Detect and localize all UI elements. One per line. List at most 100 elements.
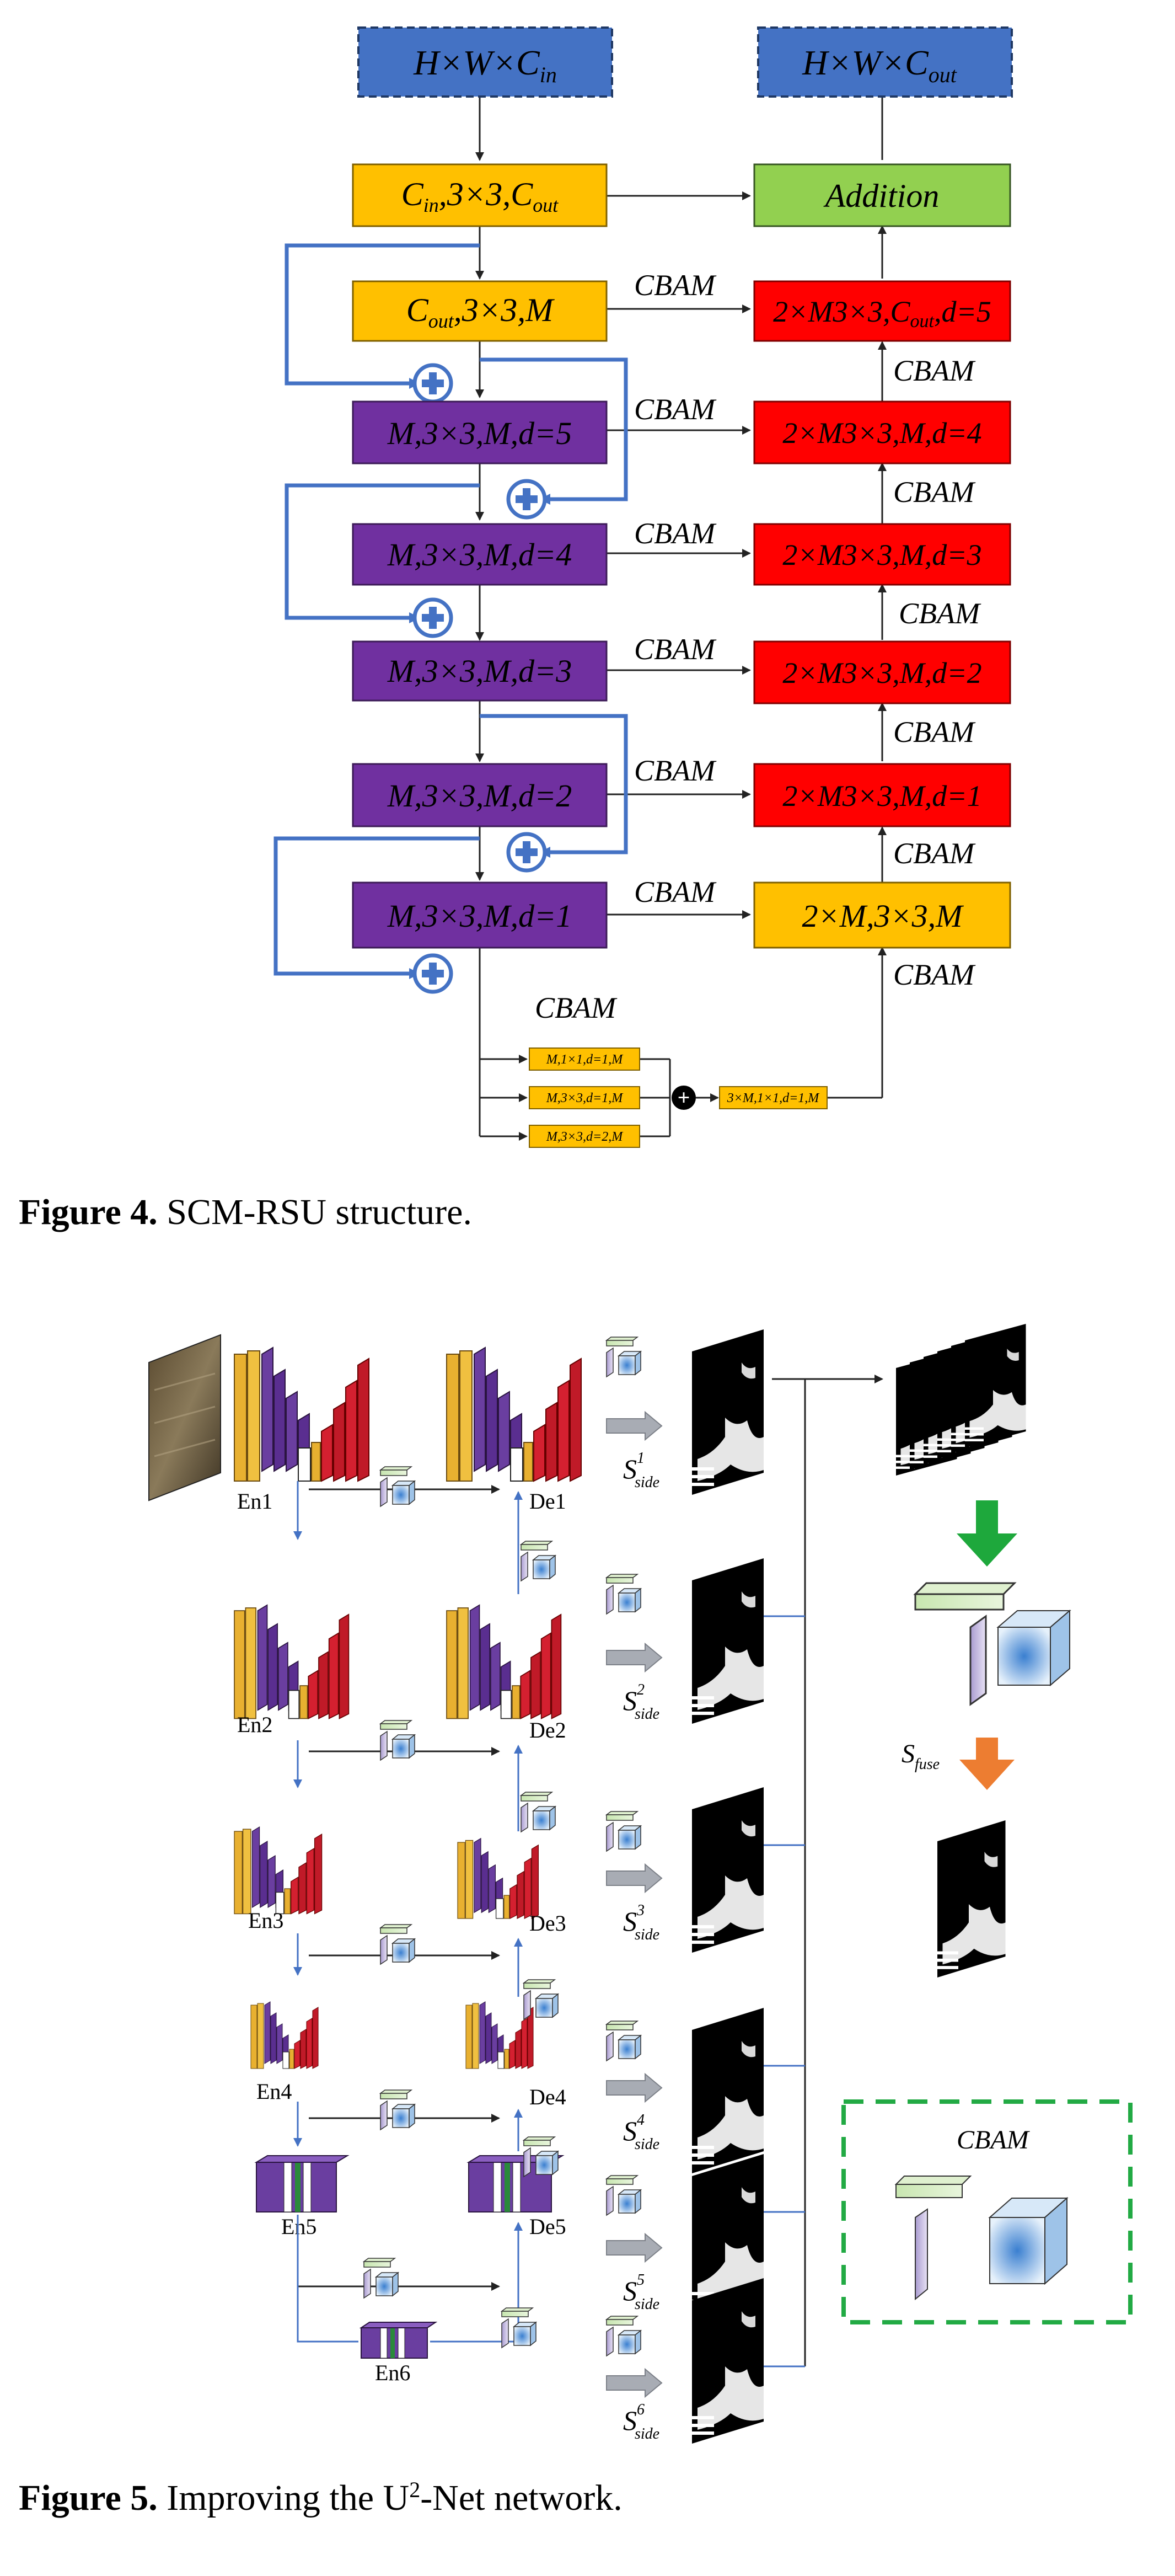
encoder-d5-label: M,3×3,M,d=5 — [387, 415, 572, 451]
en3-label: En3 — [248, 1908, 283, 1933]
cbam-label: CBAM — [634, 754, 717, 787]
decoder-d4-label: 2×M3×3,M,d=4 — [782, 416, 981, 450]
green-down-arrow — [957, 1500, 1017, 1567]
cbam-label: CBAM — [893, 958, 976, 991]
addition-label: Addition — [823, 178, 940, 214]
svg-text:Sfuse: Sfuse — [902, 1739, 940, 1773]
en6-block — [359, 2322, 438, 2359]
decoder-d5-node — [753, 280, 1011, 342]
addition-node — [753, 163, 1011, 227]
svg-text:2×M3×3,Cout,d=5: 2×M3×3,Cout,d=5 — [773, 295, 991, 332]
plus-icon — [412, 953, 453, 994]
plus-icon — [506, 479, 547, 520]
cbam-legend-box — [841, 2099, 1133, 2324]
figure-5-caption: Figure 5. Improving the U2-Net network. — [19, 2477, 623, 2518]
svg-text:3×M,1×1,d=1,M: 3×M,1×1,d=1,M — [727, 1091, 820, 1105]
de3-block — [457, 1838, 539, 1919]
de4-label: De4 — [529, 2085, 566, 2109]
decoder-d3-node — [753, 523, 1011, 586]
encoder-d2-node — [352, 763, 608, 827]
cbam-label: CBAM — [634, 633, 717, 666]
cbam-label: CBAM — [634, 875, 717, 908]
svg-text:H×W×Cout: H×W×Cout — [802, 43, 957, 87]
de5-block — [466, 2155, 565, 2212]
encoder-d4-label: M,3×3,M,d=4 — [387, 537, 572, 573]
en1-label: En1 — [237, 1489, 272, 1514]
svg-text:Cin,3×3,Cout: Cin,3×3,Cout — [401, 176, 559, 216]
en6-label: En6 — [375, 2360, 410, 2385]
en3-block — [234, 1826, 323, 1915]
cbam-label: CBAM — [634, 517, 717, 550]
orange-down-arrow — [959, 1738, 1015, 1790]
en5-block — [254, 2155, 350, 2212]
de4-block — [465, 2001, 534, 2069]
decoder-d1-node — [753, 763, 1011, 827]
input-image — [148, 1334, 221, 1501]
output-label: H×W×C — [802, 43, 929, 82]
input-node — [357, 26, 613, 98]
conv-m-node — [352, 280, 608, 342]
cbam-label: CBAM — [634, 269, 717, 302]
de2-block — [446, 1604, 562, 1719]
cbam-label: CBAM — [893, 715, 976, 749]
stacked-side-outputs — [896, 1324, 1026, 1476]
plus-icon — [506, 832, 547, 873]
cbam-label: CBAM — [893, 475, 976, 509]
cbam-label: CBAM — [893, 354, 976, 387]
cbam-label: CBAM — [634, 393, 717, 426]
conv-in-node — [352, 163, 608, 227]
figure-5-diagram: En1 De1 En2 De2 En3 De3 En4 De4 En5 De5 … — [148, 1324, 1133, 2444]
decoder-d1-label: 2×M3×3,M,d=1 — [782, 779, 981, 813]
decoder-d0-label: 2×M,3×3,M — [802, 898, 964, 934]
fusion-cbam-icon — [913, 1582, 1017, 1706]
branch-3x3-d2-node — [529, 1125, 640, 1148]
cbam-legend-label: CBAM — [957, 2125, 1031, 2155]
en4-label: En4 — [256, 2079, 292, 2104]
branch-3x3-d1-node — [529, 1086, 640, 1109]
figure-4-caption: Figure 4. SCM-RSU structure. — [19, 1192, 472, 1232]
encoder-d4-node — [352, 523, 608, 586]
fusion-cube-icon — [996, 1609, 1071, 1687]
plus-icon — [412, 597, 453, 638]
svg-text:M,1×1,d=1,M: M,1×1,d=1,M — [546, 1052, 624, 1067]
cbam-label: CBAM — [899, 597, 981, 630]
branch-1x1-node — [529, 1047, 640, 1071]
encoder-d1-label: M,3×3,M,d=1 — [387, 898, 572, 934]
encoder-d5-node — [352, 400, 608, 464]
fused-output-map — [937, 1820, 1006, 1978]
fuse-node — [719, 1086, 828, 1109]
encoder-d3-label: M,3×3,M,d=3 — [387, 653, 572, 689]
decoder-d0-node — [753, 881, 1011, 949]
cbam-label: CBAM — [893, 837, 976, 870]
encoder-d3-node — [352, 640, 608, 702]
cbam-legend-icon — [894, 2176, 1069, 2301]
cbam-label: CBAM — [535, 991, 618, 1024]
input-label: H×W×C — [413, 43, 540, 82]
decoder-d2-node — [753, 640, 1011, 704]
output-node — [757, 26, 1013, 98]
en5-label: En5 — [281, 2214, 316, 2239]
decoder-d4-node — [753, 400, 1011, 464]
svg-text:M,3×3,d=1,M: M,3×3,d=1,M — [546, 1091, 624, 1105]
add-node-group — [412, 363, 547, 994]
de3-label: De3 — [529, 1911, 566, 1936]
en2-block — [234, 1604, 350, 1719]
plus-icon — [412, 363, 453, 404]
de1-block — [446, 1347, 582, 1482]
svg-text:+: + — [678, 1085, 690, 1110]
svg-text:M,3×3,d=2,M: M,3×3,d=2,M — [546, 1130, 624, 1144]
de5-label: De5 — [529, 2214, 566, 2239]
decoder-d3-label: 2×M3×3,M,d=3 — [782, 538, 981, 571]
en4-block — [250, 2001, 319, 2069]
de1-label: De1 — [529, 1489, 566, 1514]
svg-text:Cout,3×3,M: Cout,3×3,M — [406, 292, 555, 332]
encoder-d1-node — [352, 881, 608, 949]
figure-4-diagram: + H×W×Cin H×W×Cout Cin,3×3,Cout Addition… — [273, 26, 1013, 1148]
encoder-d2-label: M,3×3,M,d=2 — [387, 778, 572, 814]
